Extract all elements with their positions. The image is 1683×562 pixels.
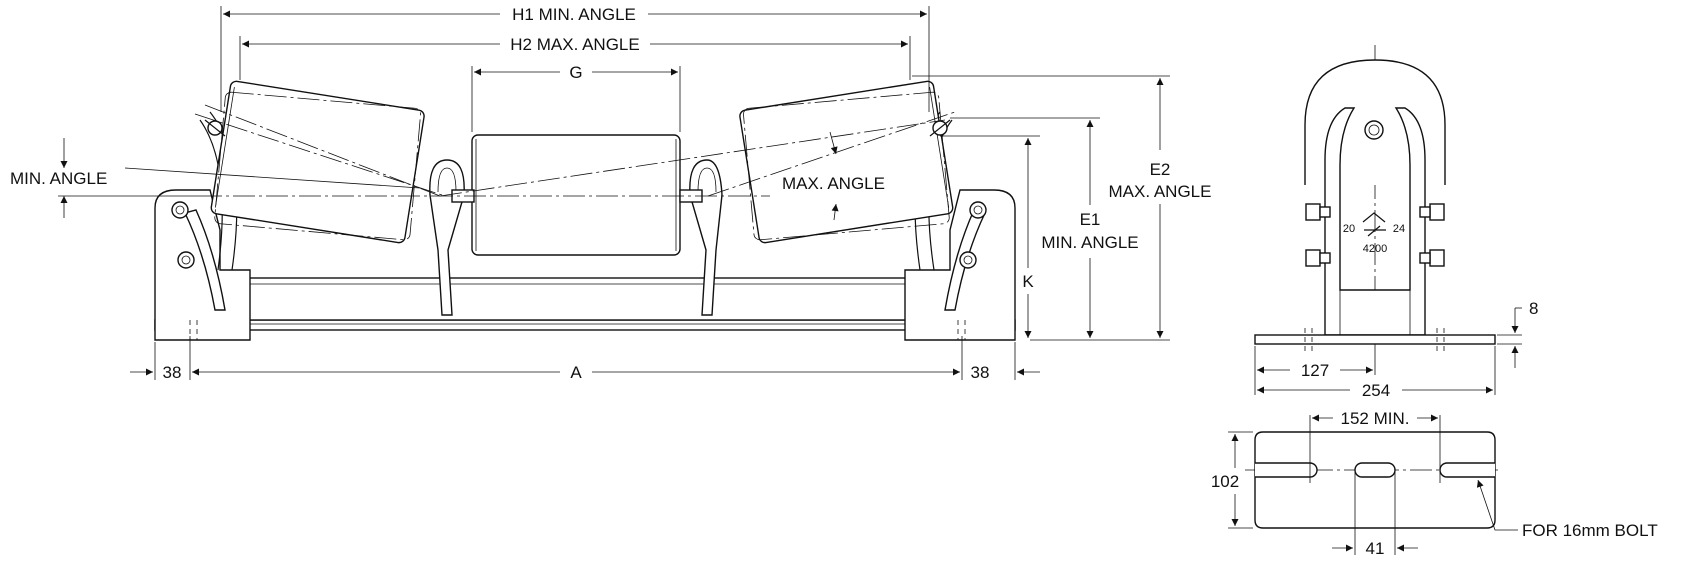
dim-g-label: G bbox=[569, 63, 582, 82]
dim-41-label: 41 bbox=[1366, 539, 1385, 558]
dim-152-label: 152 MIN. bbox=[1341, 409, 1410, 428]
bolt-note-label: FOR 16mm BOLT bbox=[1522, 521, 1658, 540]
center-roller bbox=[471, 134, 681, 256]
plan-view bbox=[1245, 415, 1500, 555]
min-angle-label: MIN. ANGLE bbox=[10, 169, 107, 188]
front-view bbox=[154, 80, 1016, 341]
logo-text-left: 20 bbox=[1343, 223, 1355, 235]
dim-8-label: 8 bbox=[1529, 299, 1538, 318]
left-end-bracket bbox=[154, 189, 251, 341]
right-bolt-slot bbox=[1439, 462, 1495, 478]
dim-e1-sub: MIN. ANGLE bbox=[1041, 233, 1138, 252]
manufacturer-logo bbox=[1362, 212, 1386, 237]
dim-e1-label: E1 bbox=[1080, 210, 1101, 229]
max-angle-label: MAX. ANGLE bbox=[782, 174, 885, 193]
dim-k-label: K bbox=[1022, 272, 1034, 291]
center-bolt-slot bbox=[1354, 462, 1396, 478]
dim-127-label: 127 bbox=[1301, 361, 1329, 380]
dim-e2-label: E2 bbox=[1150, 160, 1171, 179]
right-wing-roller bbox=[739, 80, 954, 244]
left-wing-roller bbox=[210, 80, 425, 244]
base-angle bbox=[154, 319, 1016, 331]
side-dimensions: 8 127 254 bbox=[1254, 299, 1538, 400]
dim-a-label: A bbox=[570, 363, 582, 382]
front-dimensions: H1 MIN. ANGLE H2 MAX. ANGLE G MIN. ANGLE… bbox=[10, 5, 1211, 382]
dim-e2-sub: MAX. ANGLE bbox=[1109, 182, 1212, 201]
right-center-hanger bbox=[679, 159, 723, 316]
dim-102-label: 102 bbox=[1211, 472, 1239, 491]
base-plate-plan bbox=[1254, 431, 1496, 529]
side-base-plate bbox=[1254, 334, 1496, 345]
dim-38-right-label: 38 bbox=[971, 363, 990, 382]
dim-38-left-label: 38 bbox=[163, 363, 182, 382]
dim-h2-label: H2 MAX. ANGLE bbox=[510, 35, 639, 54]
dim-254-label: 254 bbox=[1362, 381, 1390, 400]
logo-text-right: 24 bbox=[1393, 223, 1405, 235]
side-view: 20 24 4200 bbox=[1254, 45, 1496, 352]
logo-text-bottom: 4200 bbox=[1363, 243, 1387, 255]
left-bolt-slot bbox=[1255, 462, 1318, 478]
plan-dimensions: 152 MIN. 102 41 FOR 16mm BOLT bbox=[1211, 409, 1658, 558]
left-adjust-slot bbox=[184, 209, 226, 311]
dim-h1-label: H1 MIN. ANGLE bbox=[512, 5, 636, 24]
